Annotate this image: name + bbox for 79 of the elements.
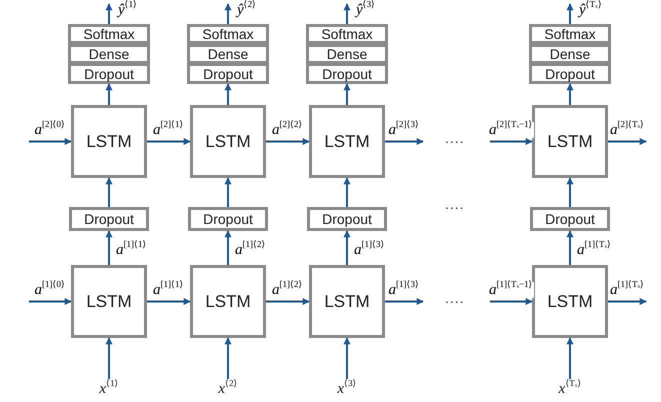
edge-label: a$^{[1]⟨Tₓ−1⟩}$ — [488, 282, 534, 298]
edge-label: a$^{[1]⟨3⟩}$ — [388, 282, 420, 298]
edge-label: a$^{[2]⟨3⟩}$ — [388, 122, 420, 138]
edge-label: a$^{[2]⟨1⟩}$ — [152, 122, 184, 138]
arrow — [29, 298, 72, 305]
edge-label: a$^{[2]⟨Tₓ−1⟩}$ — [488, 122, 534, 138]
edge-label: ŷ$^{⟨2⟩}$ — [236, 2, 258, 18]
arrow — [566, 177, 574, 207]
ellipsis: .... — [445, 290, 465, 306]
input-label: x$^{⟨3⟩}$ — [327, 379, 367, 399]
arrow — [224, 230, 232, 265]
layer-box: Dense — [529, 44, 611, 64]
arrow — [147, 138, 191, 145]
arrow — [566, 3, 574, 24]
arrow — [106, 230, 112, 265]
lstm-cell: LSTM — [71, 265, 147, 338]
input-label: x$^{⟨1⟩}$ — [89, 379, 129, 399]
edge-label: ŷ$^{⟨1⟩}$ — [117, 2, 138, 18]
layer-box: Dropout — [529, 63, 611, 84]
arrow — [224, 177, 232, 207]
edge-label: ŷ$^{⟨3⟩}$ — [355, 2, 376, 18]
arrow — [608, 298, 647, 305]
arrow — [224, 337, 232, 379]
edge-label: a$^{[1]⟨1⟩}$ — [152, 282, 184, 298]
arrow — [106, 337, 112, 379]
arrow — [106, 3, 112, 24]
arrow — [344, 230, 350, 265]
edge-label: a$^{[1]⟨Tₓ⟩}$ — [609, 282, 646, 298]
layer-box: Dense — [306, 44, 388, 64]
layer-box: Softmax — [306, 24, 388, 44]
layer-box: Dropout — [69, 207, 149, 231]
lstm-cell: LSTM — [309, 105, 385, 178]
arrow — [566, 337, 574, 379]
edge-label: a$^{[1]⟨0⟩}$ — [34, 282, 66, 298]
arrow — [608, 138, 647, 145]
layer-box: Dropout — [187, 63, 269, 84]
arrow — [344, 3, 350, 24]
layer-box: Softmax — [529, 24, 611, 44]
arrow — [224, 83, 232, 105]
layer-box: Dropout — [530, 207, 610, 231]
lstm-cell: LSTM — [532, 265, 608, 338]
arrow — [106, 177, 112, 207]
edge-label: ŷ$^{⟨Tₓ⟩}$ — [578, 2, 603, 18]
layer-box: Dropout — [307, 207, 387, 231]
ellipsis: .... — [445, 196, 465, 212]
lstm-cell: LSTM — [71, 105, 147, 178]
arrow — [566, 83, 574, 105]
arrow — [490, 298, 533, 305]
arrow — [266, 138, 310, 145]
arrow — [566, 230, 574, 265]
layer-box: Softmax — [68, 24, 150, 44]
input-label: x$^{⟨2⟩}$ — [208, 379, 248, 399]
arrow — [385, 298, 424, 305]
arrow — [224, 3, 232, 24]
layer-box: Softmax — [187, 24, 269, 44]
layer-box: Dense — [187, 44, 269, 64]
lstm-cell: LSTM — [532, 105, 608, 178]
arrow — [344, 337, 350, 379]
lstm-cell: LSTM — [309, 265, 385, 338]
arrow — [344, 83, 350, 105]
layer-box: Dense — [68, 44, 150, 64]
arrow — [147, 298, 191, 305]
layer-box: Dropout — [306, 63, 388, 84]
arrow — [490, 138, 533, 145]
arrow — [266, 298, 310, 305]
edge-label: a$^{[1]⟨2⟩}$ — [271, 282, 304, 298]
input-label: x$^{⟨Tₓ⟩}$ — [550, 379, 590, 399]
edge-label: a$^{[2]⟨0⟩}$ — [34, 122, 66, 138]
layer-box: Dropout — [68, 63, 150, 84]
arrow — [29, 138, 72, 145]
edge-label: a$^{[2]⟨2⟩}$ — [271, 122, 304, 138]
arrow — [344, 177, 350, 207]
lstm-cell: LSTM — [190, 265, 266, 338]
layer-box: Dropout — [188, 207, 268, 231]
ellipsis: .... — [445, 130, 465, 146]
edge-label: a$^{[2]⟨Tₓ⟩}$ — [609, 122, 646, 138]
arrow — [385, 138, 424, 145]
lstm-cell: LSTM — [190, 105, 266, 178]
arrow — [106, 83, 112, 105]
